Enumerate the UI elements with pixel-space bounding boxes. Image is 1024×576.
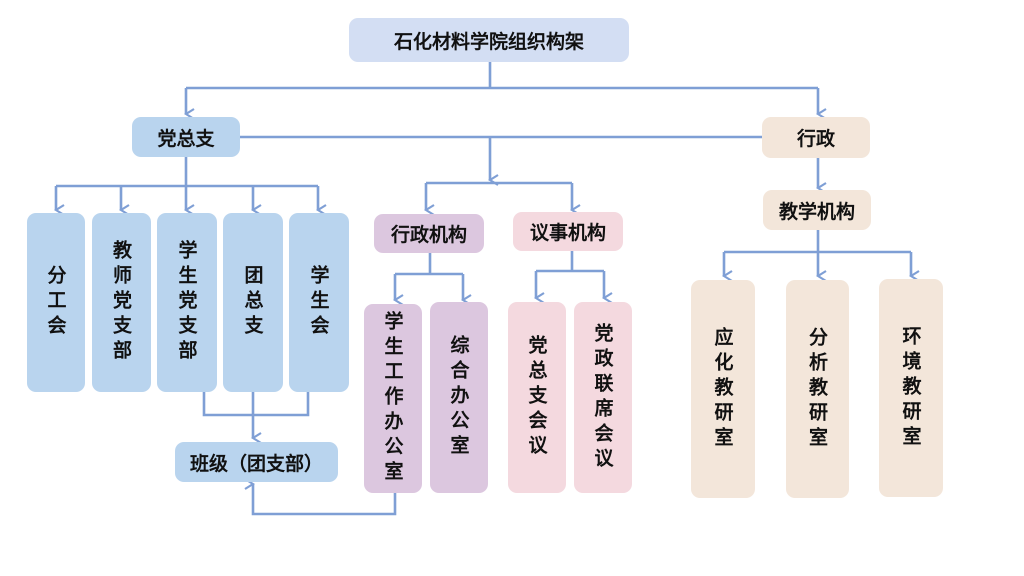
node-label: 分工会 <box>44 265 67 340</box>
node-label: 综合办公室 <box>447 335 470 460</box>
node-label: 应化教研室 <box>711 326 734 452</box>
node-label: 班级（团支部） <box>189 452 323 475</box>
node-student-union: 学生会 <box>289 213 349 392</box>
node-label: 学生工作办公室 <box>381 311 404 486</box>
node-environment-dept: 环境教研室 <box>879 279 943 497</box>
node-student-party-branch: 学生党支部 <box>157 213 217 392</box>
node-joint-party-admin-meeting: 党政联席会议 <box>574 302 632 493</box>
org-title-box: 石化材料学院组织构架 <box>349 18 629 62</box>
node-trade-union: 分工会 <box>27 213 85 392</box>
node-label: 教师党支部 <box>110 240 132 365</box>
node-label: 党总支会议 <box>525 335 548 460</box>
node-label: 团总支 <box>241 265 264 340</box>
node-class-league-branch: 班级（团支部） <box>175 442 338 482</box>
node-label: 行政机构 <box>390 224 467 246</box>
node-label: 环境教研室 <box>899 325 922 451</box>
node-label: 党政联席会议 <box>591 322 614 473</box>
node-administration: 行政 <box>762 117 870 158</box>
node-label: 议事机构 <box>529 222 606 244</box>
node-label: 党总支 <box>157 127 215 150</box>
node-analysis-dept: 分析教研室 <box>786 280 849 498</box>
node-label: 学生党支部 <box>175 240 198 365</box>
node-party-branch-meeting: 党总支会议 <box>508 302 566 493</box>
node-applied-chem-dept: 应化教研室 <box>691 280 755 498</box>
node-student-affairs-office: 学生工作办公室 <box>364 304 422 493</box>
node-label: 分析教研室 <box>806 326 828 452</box>
node-general-office: 综合办公室 <box>430 302 488 493</box>
node-label: 行政 <box>796 128 835 150</box>
node-party-general-branch: 党总支 <box>132 117 240 157</box>
node-teaching-bodies: 教学机构 <box>763 190 871 230</box>
node-youth-league-branch: 团总支 <box>223 213 283 392</box>
node-label: 学生会 <box>307 265 330 340</box>
org-title: 石化材料学院组织构架 <box>393 30 584 53</box>
node-admin-bodies: 行政机构 <box>374 214 484 253</box>
node-label: 教学机构 <box>778 200 855 223</box>
connector-to-class <box>202 392 310 417</box>
node-teacher-party-branch: 教师党支部 <box>92 213 151 392</box>
node-deliberative-bodies: 议事机构 <box>513 212 623 251</box>
